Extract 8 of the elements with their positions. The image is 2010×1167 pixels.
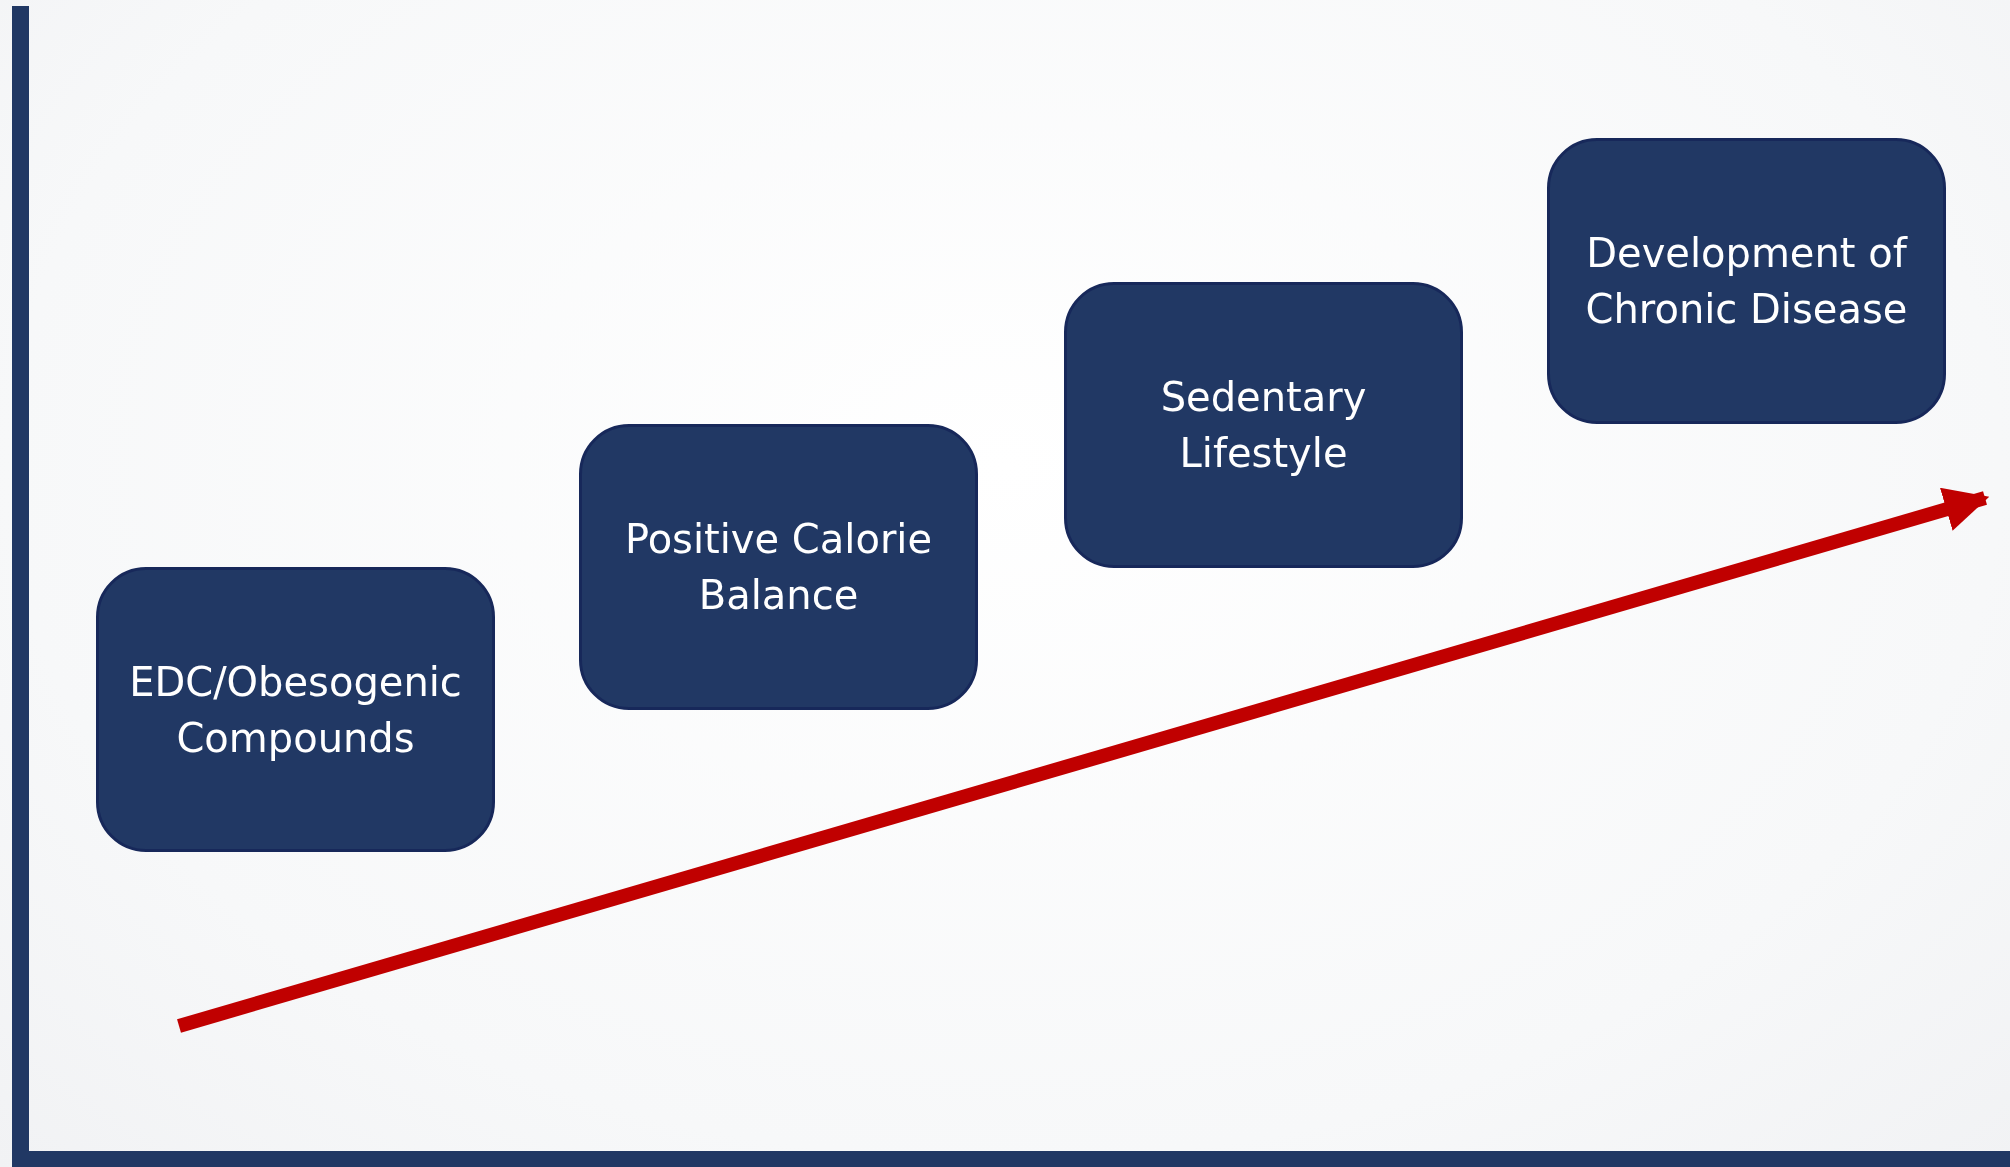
step-label: Sedentary Lifestyle xyxy=(1159,373,1368,478)
step-label: EDC/Obesogenic Compounds xyxy=(128,657,463,763)
step-box xyxy=(579,424,978,710)
step-box xyxy=(1547,138,1946,424)
step-box xyxy=(1064,282,1463,568)
step-label: Development of Chronic Disease xyxy=(1584,229,1909,334)
step-box xyxy=(96,567,495,852)
step-label: Positive Calorie Balance xyxy=(623,515,934,620)
